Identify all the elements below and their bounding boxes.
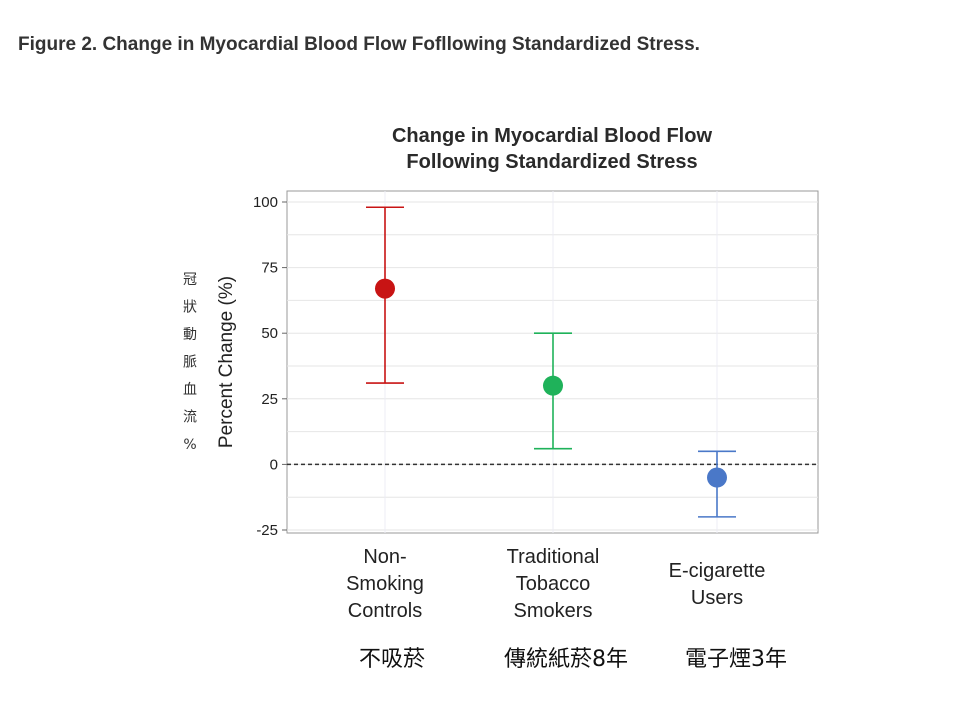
chart-marks [366,206,736,518]
y-axis-label-chinese-char: 脈 [183,355,197,371]
category-label-line: E-cigarette [669,560,766,582]
category-labels-chinese: 不吸菸 傳統紙菸8年 電子煙3年 [359,647,787,672]
y-axis-label-chinese-char: 狀 [183,300,197,316]
y-tick-label: 75 [261,260,278,277]
y-axis-label-chinese-char: % [183,437,196,453]
y-tick-label: -25 [256,522,278,539]
mean-point [375,278,395,299]
category-label-line: Users [691,587,743,609]
chart-title-line-1: Change in Myocardial Blood Flow [392,125,712,147]
category-label-chinese: 不吸菸 [359,647,425,672]
y-axis-label: Percent Change (%) [216,276,237,448]
category-label-line: Smokers [514,600,593,622]
figure-caption: Figure 2. Change in Myocardial Blood Flo… [18,34,700,55]
y-tick-label: 25 [261,391,278,408]
category-label-line: Tobacco [516,573,591,595]
category-label-line: Traditional [507,546,600,568]
mean-point [707,467,727,488]
error-bar-group [698,450,736,518]
category-label-line: Controls [348,600,422,622]
category-label-line: Non- [363,546,406,568]
y-axis-label-chinese-char: 冠 [183,272,197,288]
y-tick-label: 50 [261,325,278,342]
error-bar-group [366,206,404,384]
mean-point [543,375,563,396]
category-label-line: Smoking [346,573,424,595]
category-label-chinese: 電子煙3年 [685,647,787,672]
y-tick-label: 0 [270,456,278,473]
y-axis-label-chinese-char: 血 [183,382,197,398]
error-bar-group [534,332,572,450]
category-label-chinese: 傳統紙菸8年 [504,647,628,672]
y-axis-label-chinese-char: 動 [183,327,197,343]
chart-title-line-2: Following Standardized Stress [406,151,697,173]
y-axis-ticks: 100 75 50 25 0 -25 [253,194,287,539]
y-axis-label-chinese-char: 流 [183,410,197,426]
y-tick-label: 100 [253,194,278,211]
